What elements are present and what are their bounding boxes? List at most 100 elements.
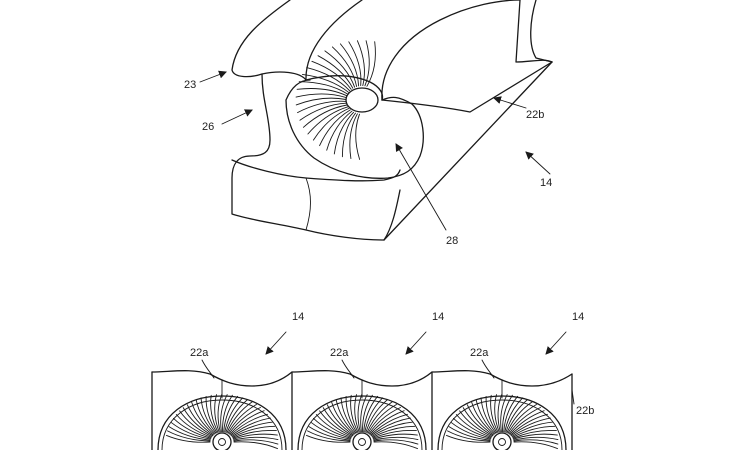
rotor-blade bbox=[167, 430, 211, 442]
rotor-blade bbox=[230, 413, 268, 436]
label-22b-row: 22b bbox=[576, 405, 594, 417]
rotor-blade bbox=[341, 112, 356, 158]
rotor-blade bbox=[296, 88, 348, 97]
rotor-blade bbox=[179, 410, 213, 437]
rotor-blade bbox=[507, 404, 537, 434]
rotor-blade bbox=[233, 436, 279, 441]
rotor-blade bbox=[369, 410, 405, 435]
rotor-rim bbox=[441, 399, 563, 450]
rotor-blade bbox=[182, 407, 214, 437]
rotor-housing bbox=[157, 395, 287, 450]
rotor-blade bbox=[226, 401, 253, 434]
leader-28 bbox=[395, 143, 447, 231]
rotor-blade bbox=[366, 41, 376, 87]
label-22b: 22b bbox=[526, 109, 544, 121]
rotor-blade bbox=[372, 429, 417, 439]
rotor-blade bbox=[232, 429, 277, 439]
rotor-blade bbox=[299, 102, 347, 121]
rotor-blade bbox=[331, 401, 355, 435]
rotor-blade bbox=[348, 41, 362, 87]
leader-23 bbox=[199, 70, 227, 83]
rotor-blade bbox=[446, 434, 491, 443]
rotor-blade bbox=[373, 436, 419, 441]
rotor-rim bbox=[161, 399, 283, 450]
rotor-blade bbox=[466, 404, 494, 436]
rotor-blade bbox=[508, 407, 541, 435]
rotor-blade bbox=[324, 50, 356, 88]
rotor-blade bbox=[232, 425, 276, 438]
rotor-blade bbox=[210, 394, 219, 433]
rotor-blade bbox=[497, 393, 503, 433]
rotor-blade bbox=[372, 425, 416, 438]
rotor-blade bbox=[513, 433, 558, 440]
rotor-housing bbox=[297, 395, 427, 450]
rotor-blade bbox=[455, 414, 492, 438]
rotor-blade bbox=[295, 93, 347, 99]
leader-14 bbox=[405, 331, 427, 355]
rotor-blade bbox=[195, 399, 216, 435]
rotor-blade bbox=[331, 46, 358, 87]
module-cell: 22a 14 bbox=[157, 311, 304, 450]
rotor-blade bbox=[509, 410, 545, 435]
rotor-blade bbox=[505, 399, 528, 433]
rotor-blade bbox=[511, 421, 554, 437]
label-14: 14 bbox=[292, 311, 304, 323]
label-23: 23 bbox=[184, 79, 196, 91]
rotor-blade bbox=[513, 441, 558, 450]
fin-middle bbox=[305, 0, 384, 101]
label-14: 14 bbox=[540, 177, 552, 189]
rotor-blade bbox=[367, 404, 397, 434]
rotor-blade bbox=[186, 404, 214, 436]
label-22a: 22a bbox=[190, 347, 209, 359]
rotor-blade bbox=[354, 394, 360, 433]
rotor-blade bbox=[233, 433, 278, 440]
rotor-blade bbox=[295, 97, 347, 106]
rotor-blade bbox=[297, 100, 347, 114]
rotor-blade bbox=[312, 107, 350, 141]
rotor-blade bbox=[340, 397, 357, 434]
rotor-blade bbox=[310, 421, 351, 440]
rotor-blade bbox=[362, 394, 373, 433]
rotor-blade bbox=[233, 439, 279, 445]
rotor-blade bbox=[370, 413, 408, 436]
rotor-blade bbox=[475, 399, 496, 435]
rotor-blade bbox=[200, 397, 217, 434]
rotor-blade bbox=[373, 441, 418, 450]
rotor-blade bbox=[471, 401, 495, 435]
rotor-blade bbox=[307, 430, 351, 442]
rotor-blade bbox=[512, 425, 556, 438]
rotor-blade bbox=[326, 110, 353, 151]
isometric-module bbox=[231, 0, 553, 241]
leader-14-a bbox=[525, 151, 551, 175]
rotor-blade bbox=[366, 401, 393, 434]
rotor-blade bbox=[485, 395, 498, 434]
rotor-blade bbox=[223, 395, 239, 433]
rotor-blade bbox=[364, 40, 370, 87]
rotor-rim bbox=[301, 399, 423, 450]
rotor-blade bbox=[373, 439, 419, 445]
fin-right bbox=[381, 0, 521, 101]
rotor-blade bbox=[229, 410, 265, 435]
row-top-wave bbox=[151, 370, 573, 387]
leader-26 bbox=[221, 109, 253, 125]
rotor-blade bbox=[301, 73, 349, 93]
rotor-hub bbox=[345, 87, 379, 113]
leader-14 bbox=[545, 331, 567, 355]
rotor-blade bbox=[168, 426, 211, 441]
rotor-blade bbox=[480, 397, 497, 434]
rotor-blade bbox=[350, 394, 359, 433]
rotor-blade bbox=[447, 430, 491, 442]
leader-22b bbox=[493, 96, 527, 109]
rotor-blade bbox=[222, 394, 233, 433]
leader-22a bbox=[201, 359, 215, 379]
rotor-blade bbox=[349, 113, 358, 160]
rotor-blade bbox=[230, 417, 271, 437]
label-22a: 22a bbox=[470, 347, 489, 359]
rotor-opening bbox=[285, 79, 424, 179]
front-divider bbox=[305, 177, 311, 231]
rotor-blade bbox=[175, 414, 212, 438]
rotor-blade bbox=[502, 394, 513, 433]
